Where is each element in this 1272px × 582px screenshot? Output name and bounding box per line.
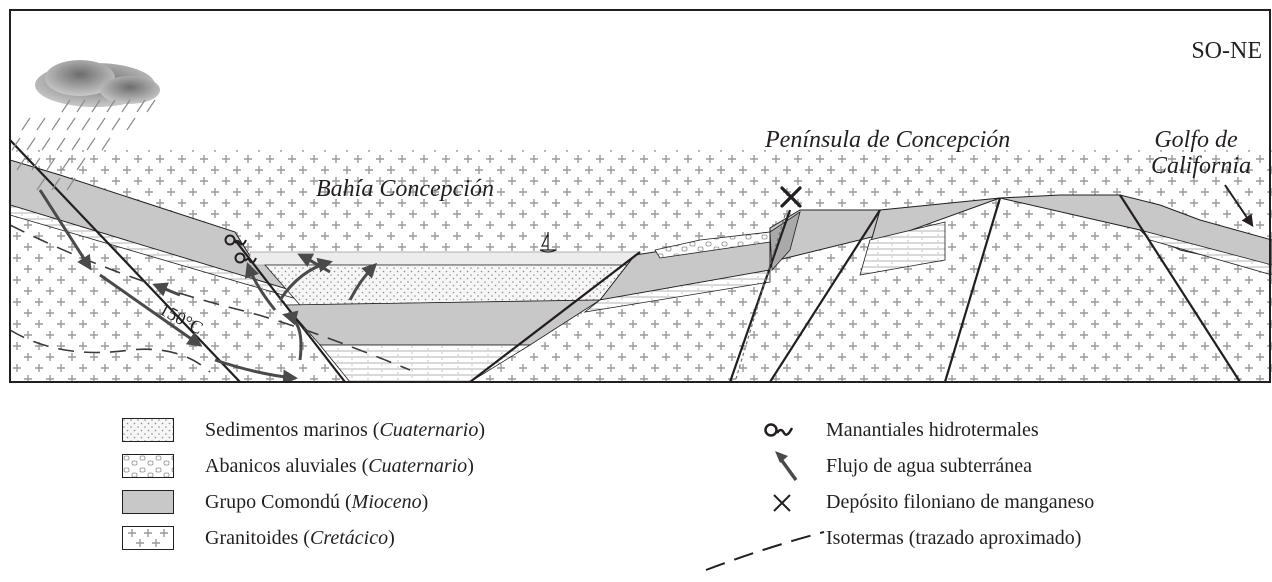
legend-item-isotermas: Isotermas (trazado aproximado) xyxy=(826,527,1082,549)
gulf-label-line1: Golfo de xyxy=(1154,127,1238,153)
cross-section-diagram: SO-NE Bahía Concepción Península de Conc… xyxy=(9,9,1272,383)
rain-cloud xyxy=(11,60,160,191)
legend-item-manantiales: Manantiales hidrotermales xyxy=(826,419,1039,441)
sailboat-icon xyxy=(539,232,557,253)
cross-icon xyxy=(780,186,802,208)
isotherm-lines xyxy=(10,224,411,373)
diagram-frame xyxy=(9,9,1271,383)
legend-item-granitoides: Granitoides (Cretácico) xyxy=(205,527,395,549)
spring-icon xyxy=(234,252,257,264)
swatch-dotted xyxy=(122,418,174,442)
gulf-arrow xyxy=(1224,184,1254,227)
peninsula-label: Península de Concepción xyxy=(764,127,1010,153)
legend-item-deposito: Depósito filoniano de manganeso xyxy=(826,491,1095,513)
legend: Sedimentos marinos (Cuaternario) Abanico… xyxy=(0,410,1272,582)
swatch-cobbles xyxy=(122,454,174,478)
cross-icon xyxy=(770,490,794,514)
swatch-gray xyxy=(122,490,174,514)
swatch-crosses xyxy=(122,526,174,550)
orientation-label: SO-NE xyxy=(1191,38,1262,64)
spring-icon xyxy=(762,418,802,442)
vein-zone xyxy=(769,211,801,271)
legend-item-comondu: Grupo Comondú (Mioceno) xyxy=(205,491,429,513)
legend-item-flujo: Flujo de agua subterránea xyxy=(826,455,1033,477)
arrow-icon xyxy=(770,446,810,486)
groundwater-flow xyxy=(38,189,378,382)
legend-item-abanicos: Abanicos aluviales (Cuaternario) xyxy=(205,455,474,477)
legend-item-sedimentos: Sedimentos marinos (Cuaternario) xyxy=(205,419,486,441)
marine-sediments xyxy=(264,264,631,306)
gulf-label-line2: California xyxy=(1151,153,1251,179)
dashed-line-icon xyxy=(704,518,828,574)
bay-label: Bahía Concepción xyxy=(316,176,494,202)
spring-icon xyxy=(224,234,247,246)
